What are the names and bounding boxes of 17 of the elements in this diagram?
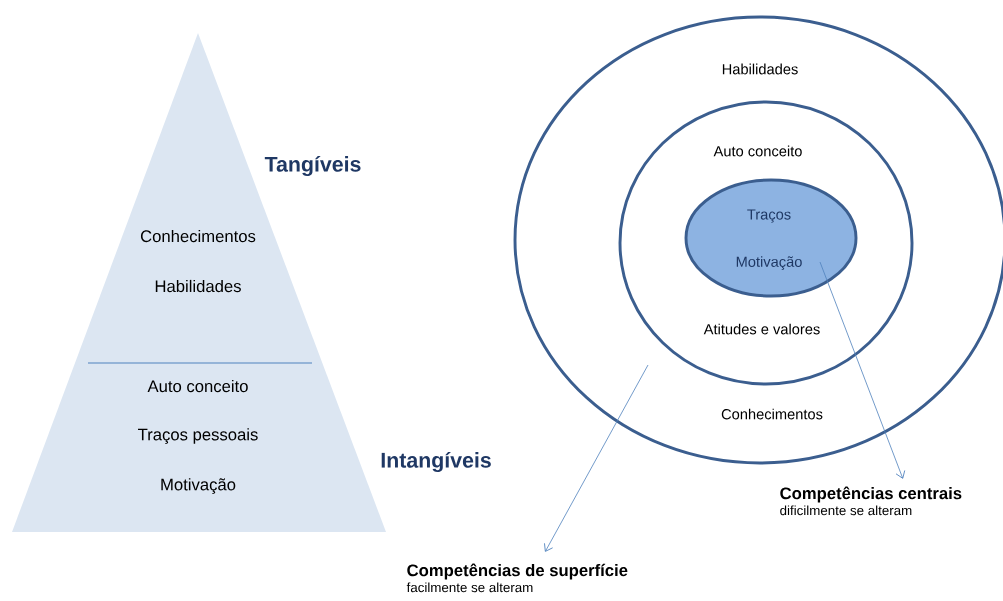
ring-label: Conhecimentos xyxy=(721,408,823,420)
arrow xyxy=(819,261,906,479)
caption-text: Competências centrais dificilmente se alteram xyxy=(780,486,962,516)
ring-label: Habilidades xyxy=(722,63,798,75)
level-label: Auto conceito xyxy=(147,379,248,393)
arrow xyxy=(544,364,649,552)
ring-label: Traços xyxy=(747,209,791,223)
level-label: Conhecimentos xyxy=(140,229,256,243)
ring-label: Motivação xyxy=(736,256,802,270)
group-heading: Intangíveis xyxy=(381,451,491,473)
level-label: Motivação xyxy=(161,478,236,494)
level-label: Habilidades xyxy=(155,279,241,293)
ring-label: Auto conceito xyxy=(713,145,802,157)
caption-text: Competências de superfície facilmente se alteram xyxy=(406,563,628,593)
ring-label: Atitudes e valores xyxy=(703,323,820,335)
group-heading: Tangíveis xyxy=(264,155,361,177)
level-label: Traços pessoais xyxy=(138,428,258,444)
